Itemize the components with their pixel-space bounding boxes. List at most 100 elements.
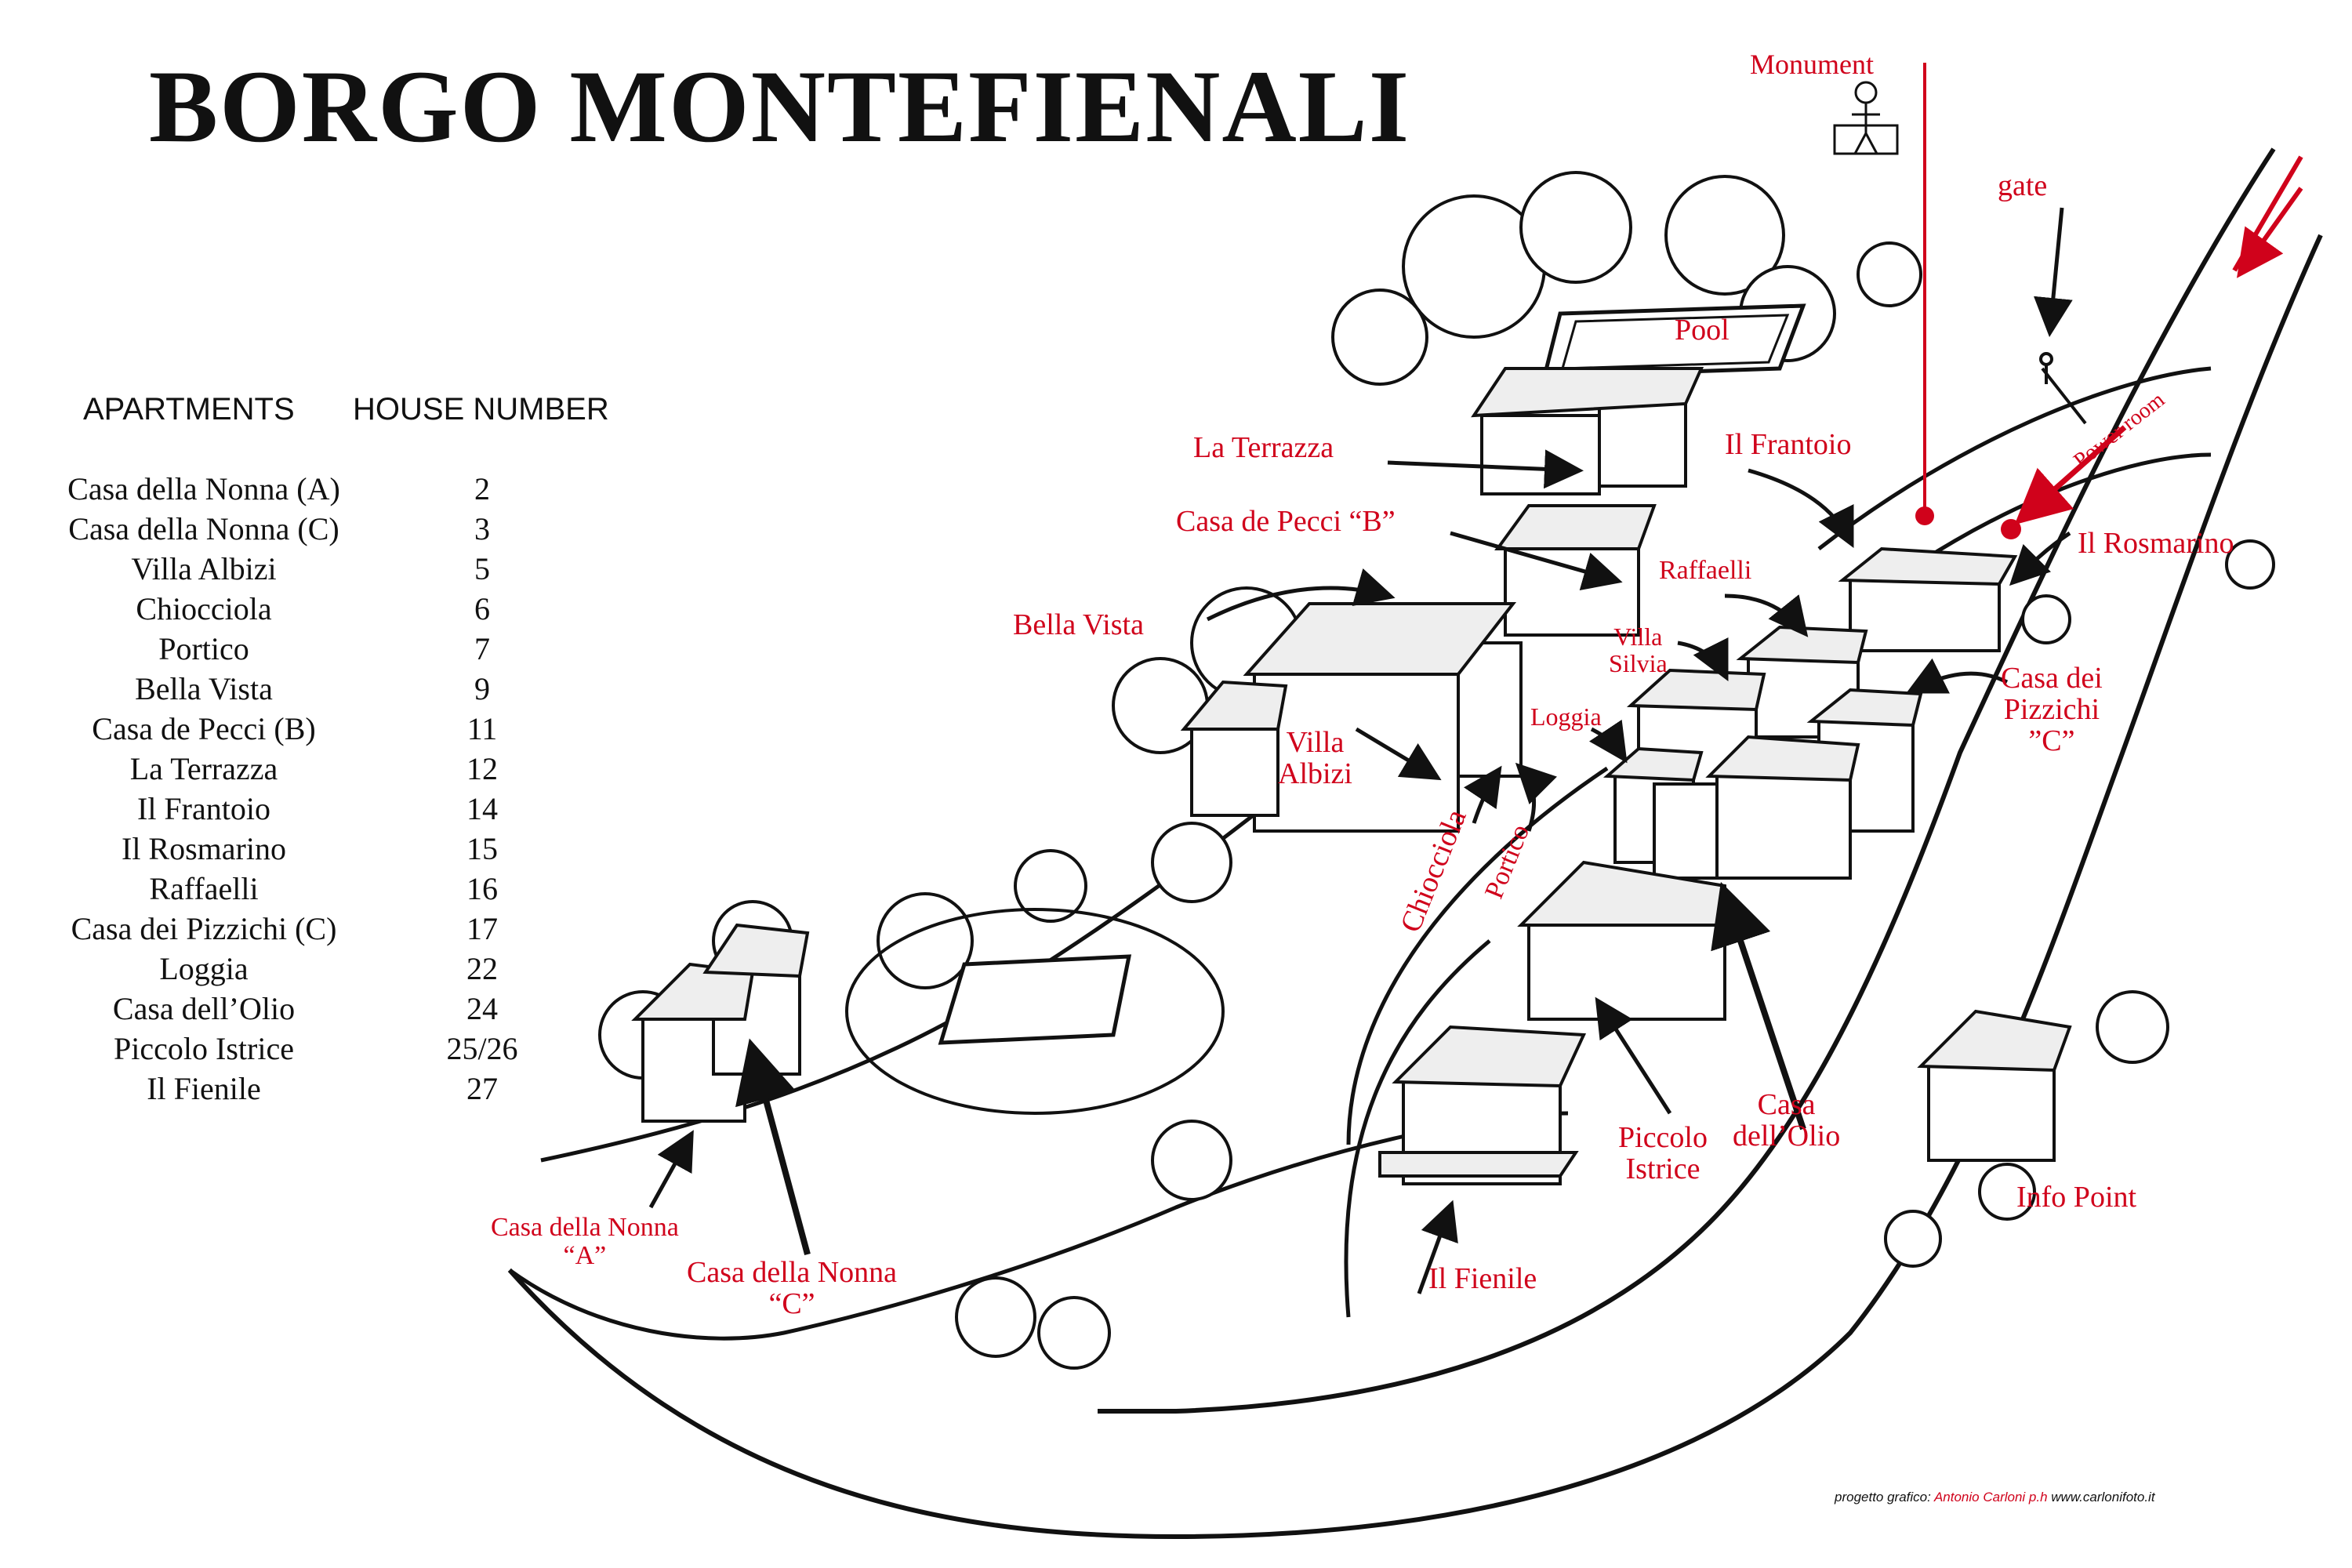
tree [2021,594,2071,644]
villa-albizi-arrow [1355,727,1442,781]
map-title: BORGO MONTEFIENALI [149,49,1411,164]
legend-house-number: 12 [466,751,498,786]
tree [1151,1120,1232,1201]
legend-apartment: Chiocciola [136,591,272,626]
upper-path [1817,366,2212,550]
main-pool-inner [1560,314,1790,370]
tree [955,1276,1036,1358]
power-room-arrow [2014,425,2127,525]
legend-house-number: 24 [466,991,498,1026]
legend-row: Casa de Pecci (B) 11 [31,710,627,750]
legend-apartment: Il Fienile [147,1071,261,1106]
label-casa-dell-olio: Casa dell’Olio [1733,1088,1841,1152]
credit-prefix: progetto grafico: [1835,1490,1931,1504]
legend-header-apartments: APARTMENTS [83,392,295,426]
label-loggia: Loggia [1530,702,1602,731]
label-villa-albizi: Villa Albizi [1278,727,1352,790]
tree [1857,241,1922,307]
monument-icon [1833,81,1899,155]
legend-house-number: 3 [474,511,490,546]
casa-dell-olio-arrow [1711,881,1806,1131]
portico-arrow [1515,762,1557,832]
credit-website: www.carlonifoto.it [2051,1490,2155,1504]
main-pool [1541,303,1806,379]
legend-apartment: Il Rosmarino [122,831,286,866]
power-room-dot [2001,519,2021,539]
tree [1014,849,1087,923]
label-piccolo-istrice-line1: Piccolo [1618,1121,1708,1154]
legend-house-number: 9 [474,671,490,706]
label-casa-olio-line2: dell’Olio [1733,1119,1841,1152]
legend-house-number: 17 [466,911,498,946]
label-nonna-c-line2: “C” [768,1287,815,1320]
chiocciola-arrow [1464,765,1502,824]
legend-row: Casa dei Pizzichi (C) 17 [31,910,627,950]
access-road-edge [507,234,2323,1540]
il-rosmarino-arrow [2009,531,2071,586]
legend-apartment: Casa de Pecci (B) [92,711,316,746]
legend-row: La Terrazza 12 [31,750,627,790]
legend-row: Casa della Nonna (C)3 [31,510,627,550]
legend-apartment: Casa dei Pizzichi (C) [71,911,337,946]
label-casa-pizzichi-line1: Casa dei [2001,662,2103,695]
house-la-terrazza [1471,367,1704,495]
gate-arrow [2033,207,2073,337]
legend-house-number: 11 [466,711,498,746]
la-terrazza-arrow [1387,449,1584,489]
casa-pizzichi-arrow [1906,658,2009,694]
inner-path-2 [1344,939,1491,1318]
monument-location-dot [1915,506,1934,525]
tree [1978,1163,2036,1221]
label-il-fienile: Il Fienile [1428,1262,1537,1295]
tree [877,892,974,989]
legend-row: Casa dell’Olio 24 [31,990,627,1030]
legend-apartment: La Terrazza [129,751,278,786]
label-monument: Monument [1750,49,1874,80]
tree [1884,1210,1942,1268]
legend-rows: Casa della Nonna (A) 2 Casa della Nonna (… [31,470,627,1110]
legend-apartment: Portico [158,631,249,666]
label-nonna-c-line1: Casa della Nonna [687,1256,898,1289]
tree [1151,822,1232,903]
label-bella-vista: Bella Vista [1013,608,1144,641]
label-villa-albizi-line2: Albizi [1278,757,1352,790]
legend-house-number: 2 [474,471,490,506]
legend-house-number: 22 [466,951,498,986]
entrance-arrow [2237,187,2303,278]
raffaelli-arrow [1724,593,1809,637]
legend-house-number: 5 [474,551,490,586]
lower-pool [938,954,1132,1045]
villa-silvia-arrow [1677,637,1729,681]
access-road [1098,147,2276,1414]
house-il-frantoio [1838,546,2018,652]
tree [1037,1296,1111,1370]
legend-row: Casa della Nonna (A) 2 [31,470,627,510]
legend-house-number: 14 [466,791,498,826]
legend-apartment: Casa della Nonna (A) [67,471,340,506]
house-il-fienile [1378,1025,1587,1185]
houses [631,367,2072,1185]
loggia-arrow [1589,719,1628,764]
nonna-c-arrow [735,1038,811,1256]
piccolo-istrice-arrow [1595,996,1672,1115]
label-casa-pizzichi-line2: Pizzichi [2003,692,2100,726]
label-villa-silvia-line1: Villa [1613,622,1663,651]
tree [1664,175,1785,296]
casa-de-pecci-arrow [1450,531,1623,591]
bella-vista-arrow [1206,568,1396,622]
label-info-point: Info Point [2016,1181,2137,1214]
legend-apartment: Casa dell’Olio [112,991,296,1026]
legend-apartment: Piccolo Istrice [114,1031,294,1066]
house-villa-albizi [1180,680,1288,817]
label-piccolo-istrice: Piccolo Istrice [1618,1121,1708,1185]
tree [1331,289,1428,386]
apartments-legend: APARTMENTS HOUSE NUMBER Casa della Nonna… [31,392,627,1106]
legend-apartment: Villa Albizi [131,551,277,586]
lower-pool-garden [845,908,1225,1115]
label-casa-olio-line1: Casa [1757,1088,1816,1121]
